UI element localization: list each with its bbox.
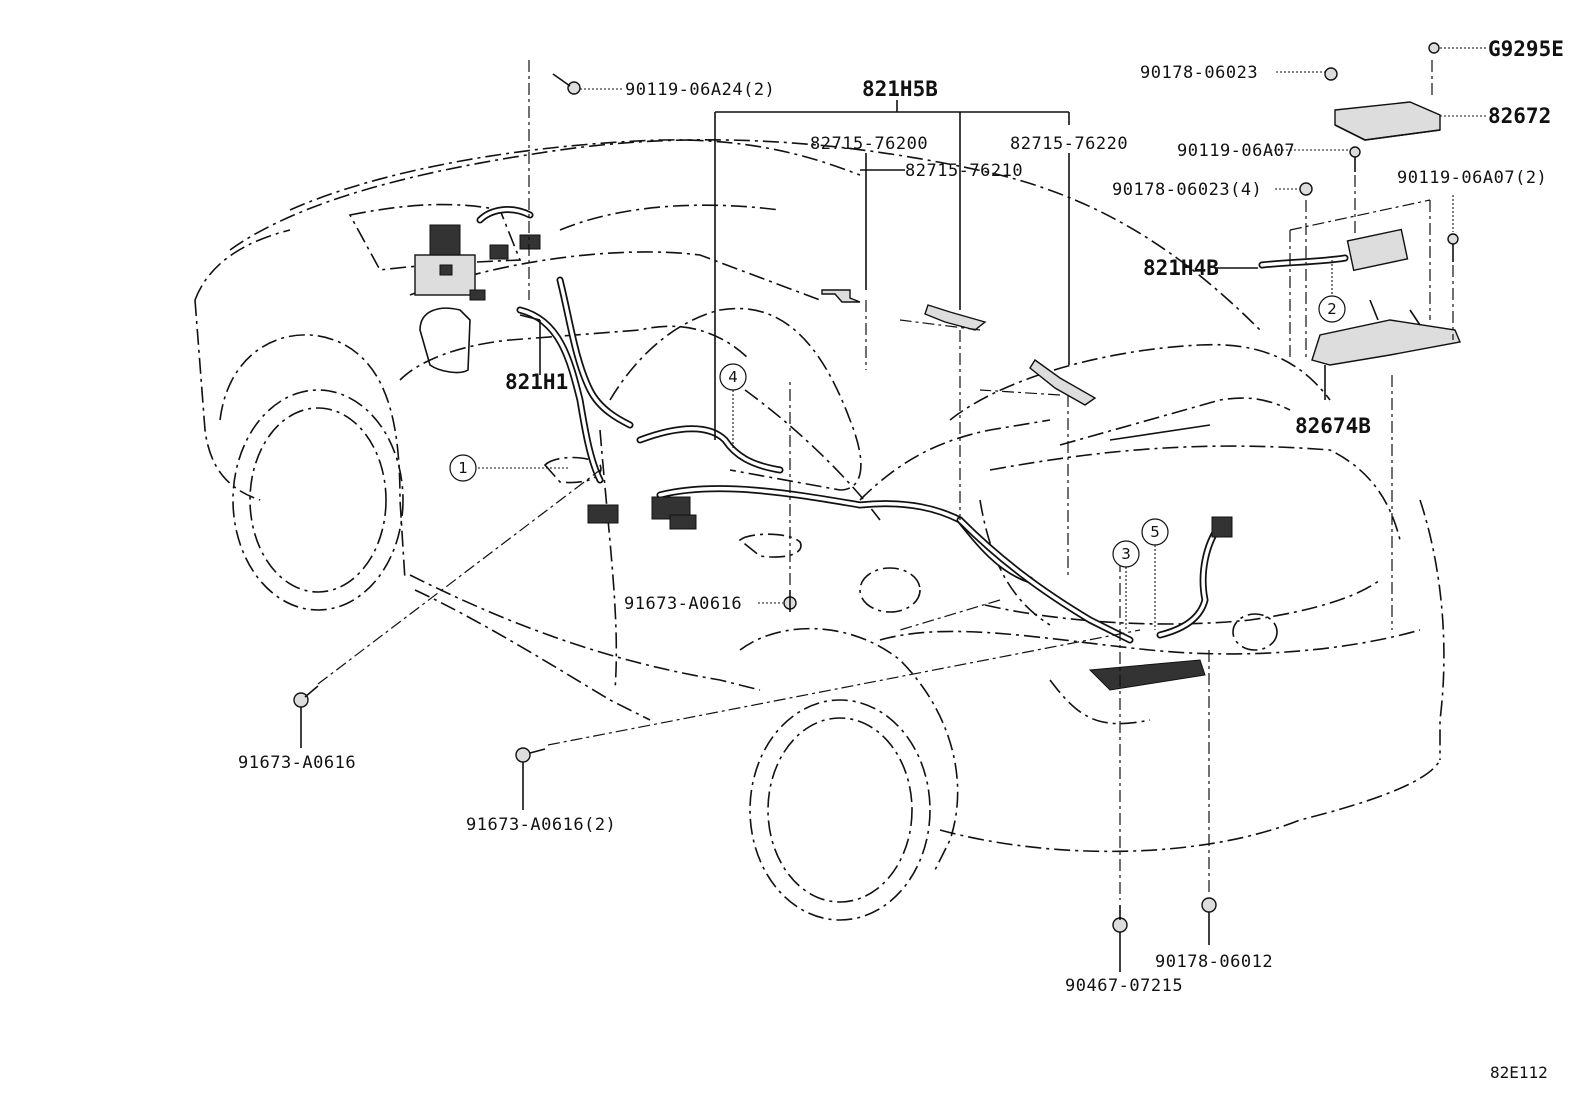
bolt-90119-06A07-2-part	[1447, 233, 1459, 262]
callout-5-text: 5	[1150, 523, 1160, 541]
label-82672: 82672	[1488, 104, 1551, 128]
bracket-82674B-part	[1311, 319, 1461, 366]
module-82672-part	[1334, 101, 1441, 141]
label-82715-76210: 82715-76210	[905, 161, 1023, 181]
clip-91673-A0616-mid-part	[783, 590, 797, 612]
label-82674B: 82674B	[1295, 414, 1371, 438]
clip-82715-76210-part	[924, 304, 987, 331]
label-91673-A0616-mid: 91673-A0616	[624, 594, 742, 614]
callout-4-text: 4	[728, 368, 738, 386]
rear-bumper-connector-part	[1088, 659, 1206, 691]
callout-1: 1	[449, 454, 477, 482]
clip-90467-07215-part	[1112, 905, 1128, 933]
label-82715-76220: 82715-76220	[1010, 134, 1128, 154]
callout-2: 2	[1318, 295, 1346, 323]
label-90178-06023-4: 90178-06023(4)	[1112, 180, 1262, 200]
nut-90178-06023-part	[1324, 67, 1338, 81]
callout-5: 5	[1141, 518, 1169, 546]
figure-reference: 82E112	[1490, 1063, 1548, 1082]
label-90467-07215: 90467-07215	[1065, 976, 1183, 996]
callout-2-text: 2	[1327, 300, 1337, 318]
callout-3-text: 3	[1121, 545, 1131, 563]
label-90119-06A07: 90119-06A07	[1177, 141, 1295, 161]
phantom-lines	[317, 60, 1454, 900]
label-91673-A0616-2: 91673-A0616(2)	[466, 815, 616, 835]
nut-90178-06023-4-part	[1299, 182, 1313, 196]
label-90178-06012: 90178-06012	[1155, 952, 1273, 972]
door-connector-part	[587, 504, 619, 524]
label-90119-06A07-2: 90119-06A07(2)	[1397, 168, 1547, 188]
bolt-90119-06A24-part	[552, 73, 581, 95]
clip-91673-A0616-left-part	[293, 685, 319, 708]
clip-91673-A0616-2-part	[515, 747, 546, 763]
vehicle-body-outline	[194, 139, 1445, 921]
nut-90178-06012-part	[1201, 897, 1217, 913]
label-G9295E: G9295E	[1488, 37, 1564, 61]
label-821H4B: 821H4B	[1143, 256, 1219, 280]
label-82715-76200: 82715-76200	[810, 134, 928, 154]
label-821H5B: 821H5B	[862, 77, 938, 101]
label-821H1: 821H1	[505, 370, 568, 394]
front-connector-part	[429, 224, 461, 256]
callout-3: 3	[1112, 540, 1140, 568]
part-labels: 90119-06A24(2) 821H5B 82715-76200 82715-…	[238, 37, 1564, 996]
callout-4: 4	[719, 363, 747, 391]
label-90178-06023: 90178-06023	[1140, 63, 1258, 83]
clip-82715-76200-part	[821, 289, 861, 303]
label-leaders	[300, 47, 1486, 972]
clip-G9295E-part	[1428, 42, 1440, 54]
label-91673-A0616-left: 91673-A0616	[238, 753, 356, 773]
bolt-90119-06A07-part	[1349, 146, 1361, 172]
label-90119-06A24: 90119-06A24(2)	[625, 80, 775, 100]
callout-1-text: 1	[458, 459, 468, 477]
harness-routing	[476, 206, 1349, 644]
rear-connector-part	[1211, 516, 1233, 538]
components	[293, 42, 1461, 933]
ecu-module-part	[1346, 228, 1409, 272]
clip-82715-76220-part	[1029, 358, 1097, 406]
